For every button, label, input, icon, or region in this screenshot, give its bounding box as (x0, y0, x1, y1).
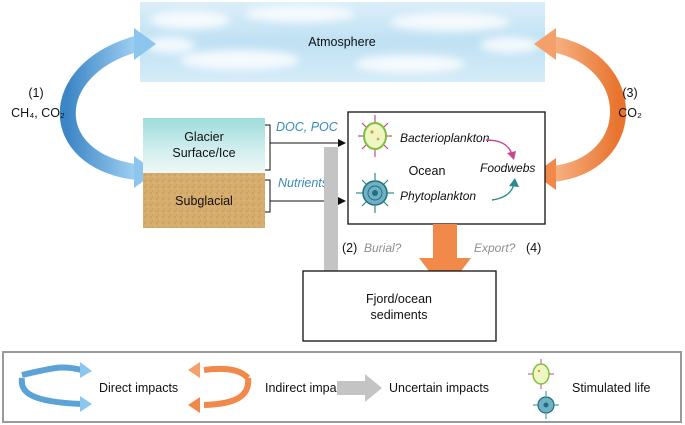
legend-direct-label: Direct impacts (99, 381, 178, 395)
bacterioplankton-label: Bacterioplankton (400, 131, 490, 145)
direct-impact-arrow-left (59, 28, 156, 188)
bacterio-to-foodweb-arrow (485, 139, 516, 160)
legend-indirect-icon (188, 362, 252, 413)
atmosphere-cloud (140, 2, 545, 82)
flux-3-species: CO₂ (618, 106, 642, 120)
nutrients-label: Nutrients (278, 176, 328, 190)
burial-arrow (314, 147, 348, 292)
sediments-box (302, 270, 497, 342)
legend-uncertain-icon (337, 374, 382, 402)
doc-poc-label: DOC, POC (276, 120, 339, 134)
glacier-label-line1: Glacier (184, 130, 224, 144)
foodwebs-label: Foodwebs (480, 161, 535, 175)
legend-phyto-icon (533, 391, 559, 419)
burial-number: (2) (342, 241, 357, 255)
burial-label: Burial? (364, 241, 402, 255)
sediments-line1: Fjord/ocean (366, 292, 432, 306)
export-number: (4) (526, 241, 541, 255)
flux-3-number: (3) (622, 86, 637, 100)
glacier-block (143, 118, 265, 228)
subglacial-label: Subglacial (175, 194, 233, 208)
flux-1-species: CH₄, CO₂ (11, 106, 65, 120)
phytoplankton-label: Phytoplankton (400, 189, 476, 203)
doc-poc-arrowhead (338, 139, 346, 147)
legend-direct-icon (18, 362, 92, 412)
bacterioplankton-icon (358, 115, 392, 157)
phytoplankton-icon (356, 173, 394, 213)
flux-1-number: (1) (28, 86, 43, 100)
legend-stimulated-label: Stimulated life (572, 381, 651, 395)
legend-indirect-label: Indirect impacts (265, 381, 353, 395)
atmosphere-label: Atmosphere (308, 35, 375, 49)
phyto-to-foodweb-arrow (491, 178, 519, 201)
legend-uncertain-label: Uncertain impacts (389, 381, 489, 395)
glacier-label-line2: Surface/Ice (172, 146, 235, 160)
legend-bacterium-icon (528, 359, 554, 389)
nutrients-arrowhead (338, 197, 346, 205)
sediments-line2: sediments (371, 308, 428, 322)
indirect-impact-arrow-right (534, 28, 626, 190)
ocean-title: Ocean (409, 164, 446, 178)
export-label: Export? (474, 241, 516, 255)
